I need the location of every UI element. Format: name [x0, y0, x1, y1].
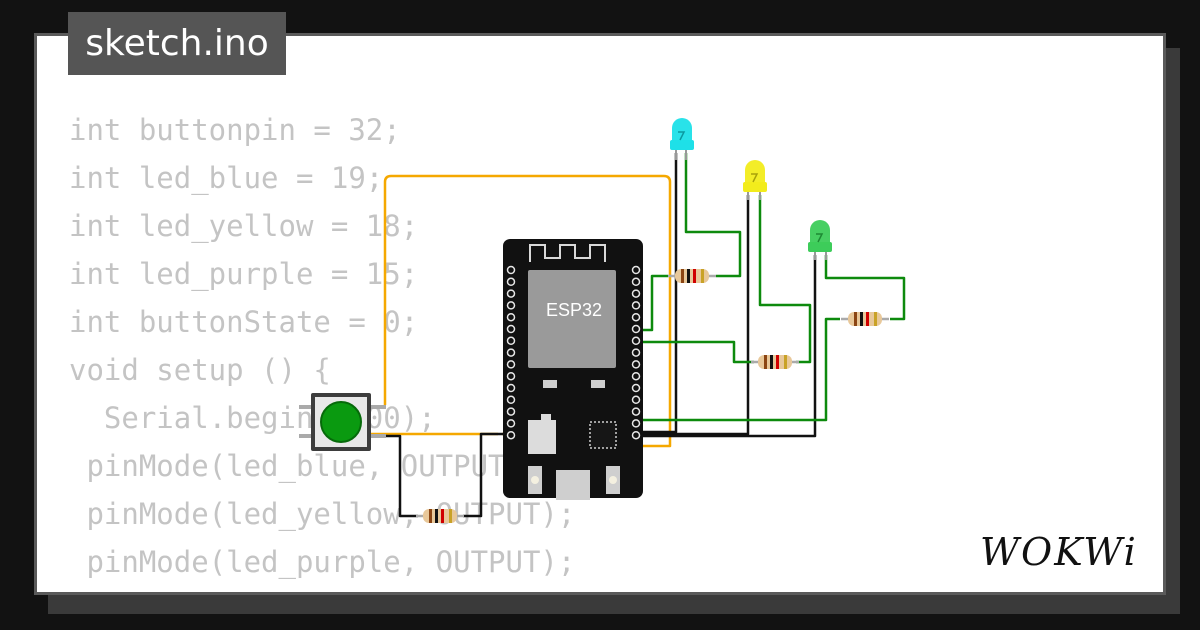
- code-line: pinMode(led_blue, OUTPUT);: [69, 449, 541, 483]
- header-pin: [506, 348, 516, 357]
- usb-port: [556, 470, 590, 500]
- header-pin: [506, 395, 516, 405]
- code-line: int buttonState = 0;: [69, 305, 419, 339]
- header-pin: [631, 383, 641, 393]
- code-line: void setup () {: [69, 353, 331, 387]
- header-pin: [506, 312, 516, 322]
- resistor-cyan[interactable]: [668, 269, 716, 283]
- header-pin: [631, 312, 641, 322]
- header-pin: [506, 430, 516, 440]
- header-pin: [631, 301, 641, 310]
- wokwi-logo-text: WOKWi: [980, 530, 1138, 574]
- wire-res-green-pin: [638, 317, 840, 422]
- wire-gnd-button: [463, 432, 511, 518]
- header-pin: [631, 371, 641, 381]
- wire-gnd-green: [638, 255, 817, 438]
- header-pin: [506, 360, 516, 369]
- code-line: pinMode(led_yellow, OUTPUT);: [69, 497, 576, 531]
- header-pin: [506, 265, 516, 275]
- usb-chip: [589, 421, 617, 449]
- button-cap: [320, 401, 362, 443]
- header-pin: [506, 407, 516, 416]
- code-line: int led_blue = 19;: [69, 161, 384, 195]
- header-pin: [631, 395, 641, 405]
- esp32-module: [528, 270, 616, 368]
- header-pin: [631, 407, 641, 416]
- header-pin: [631, 419, 641, 428]
- led-yellow[interactable]: [743, 160, 767, 200]
- header-pin: [506, 336, 516, 346]
- left-pin-header: [506, 265, 516, 440]
- wire-gnd-cyan: [638, 153, 678, 434]
- header-pin: [506, 419, 516, 428]
- wire-3v3: [383, 174, 672, 448]
- wire-led-yellow-resistor: [758, 195, 812, 364]
- resistor-button[interactable]: [416, 509, 464, 523]
- header-pin: [631, 430, 641, 440]
- code-line: int led_purple = 15;: [69, 257, 419, 291]
- header-pin: [506, 277, 516, 287]
- wire-led-green-resistor: [824, 255, 906, 321]
- led-green[interactable]: [808, 220, 832, 260]
- header-pin: [631, 360, 641, 369]
- header-pin: [631, 324, 641, 334]
- board-label: ESP32: [546, 300, 602, 320]
- file-tab[interactable]: sketch.ino: [68, 12, 286, 75]
- code-line: pinMode(led_purple, OUTPUT);: [69, 545, 576, 579]
- wire-res-cyan-pin: [638, 274, 668, 332]
- wokwi-logo: WOKWi: [980, 530, 1138, 574]
- code-editor: int buttonpin = 32; int led_blue = 19; int…: [69, 106, 576, 592]
- right-pin-header: [631, 265, 641, 440]
- resistor-green[interactable]: [841, 312, 889, 326]
- wire-led-cyan-resistor: [684, 153, 742, 278]
- header-pin: [631, 336, 641, 346]
- voltage-regulator: [528, 420, 556, 454]
- header-pin: [631, 265, 641, 275]
- header-pin: [506, 289, 516, 298]
- push-button[interactable]: [299, 393, 386, 451]
- header-pin: [631, 289, 641, 298]
- header-pin: [506, 324, 516, 334]
- code-line: int buttonpin = 32;: [69, 113, 401, 147]
- header-pin: [631, 348, 641, 357]
- resistor-yellow[interactable]: [751, 355, 799, 369]
- antenna-trace: [529, 244, 606, 262]
- code-line: int led_yellow = 18;: [69, 209, 419, 243]
- header-pin: [631, 277, 641, 287]
- header-pin: [506, 371, 516, 381]
- wire-button-resistor: [386, 434, 418, 518]
- wire-res-yellow-pin: [638, 340, 754, 364]
- header-pin: [506, 301, 516, 310]
- header-pin: [506, 383, 516, 393]
- wire-gnd-yellow: [638, 195, 750, 436]
- esp32-board[interactable]: ESP32: [503, 239, 643, 500]
- led-cyan[interactable]: [670, 118, 694, 160]
